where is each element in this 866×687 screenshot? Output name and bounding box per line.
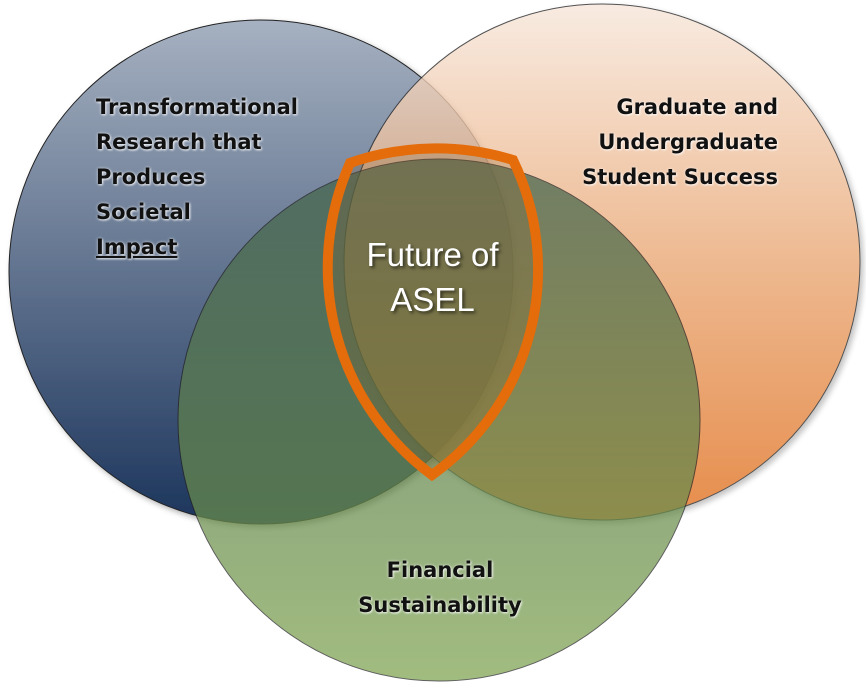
circle-financial bbox=[177, 158, 701, 682]
label-line: Graduate and bbox=[616, 95, 778, 119]
label-line: Research that bbox=[96, 130, 262, 154]
label-line: Produces bbox=[96, 165, 206, 189]
label-line: Sustainability bbox=[358, 593, 522, 617]
center-label-line: ASEL bbox=[390, 281, 475, 318]
label-student-success: Graduate and Undergraduate Student Succe… bbox=[582, 90, 778, 195]
label-financial: Financial Sustainability bbox=[330, 553, 550, 623]
center-highlight-outline bbox=[322, 143, 544, 482]
label-line: Impact bbox=[96, 235, 178, 259]
label-line: Student Success bbox=[582, 165, 778, 189]
label-line: Financial bbox=[386, 558, 494, 582]
label-line: Transformational bbox=[96, 95, 298, 119]
center-label: Future of ASEL bbox=[330, 232, 535, 322]
label-research: Transformational Research that Produces … bbox=[96, 90, 298, 265]
center-label-line: Future of bbox=[366, 236, 499, 273]
label-line: Undergraduate bbox=[598, 130, 778, 154]
label-line: Societal bbox=[96, 200, 191, 224]
